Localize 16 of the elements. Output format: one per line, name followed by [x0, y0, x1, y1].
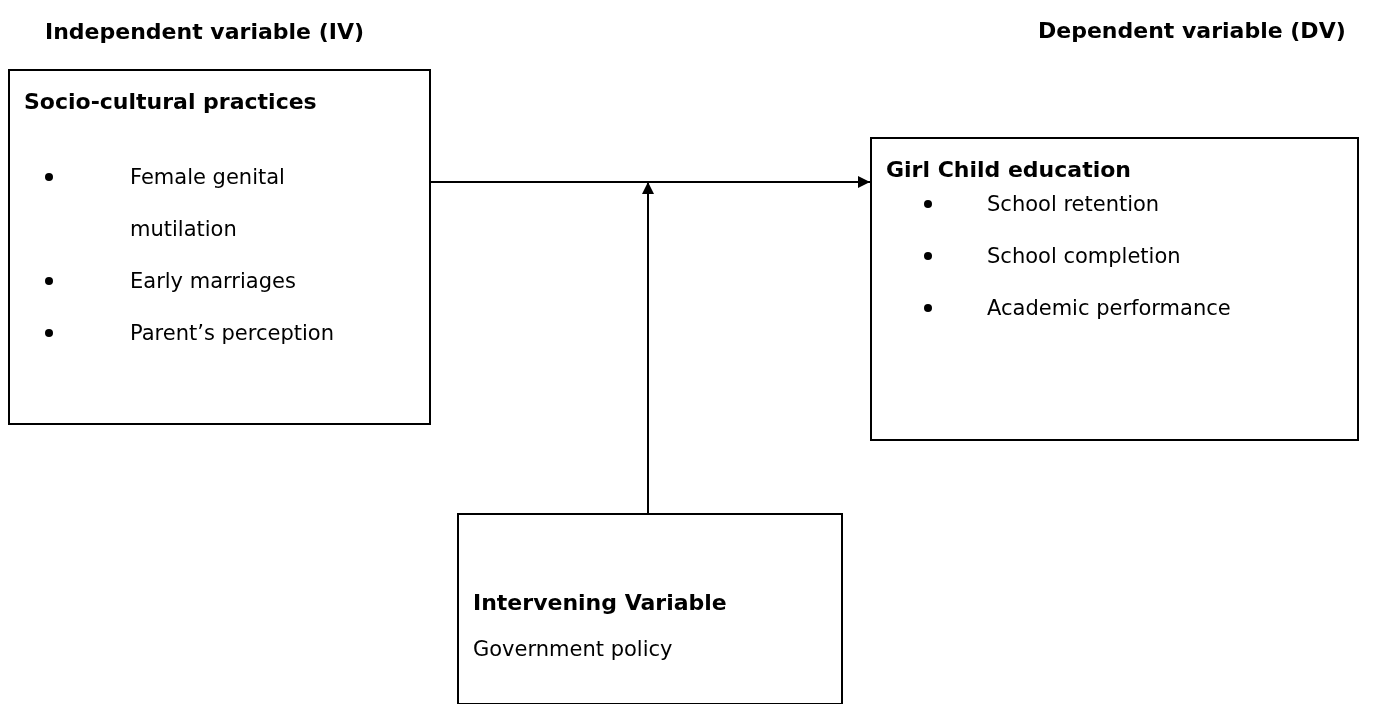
box-text: Government policy — [473, 637, 673, 661]
box-heading: Socio-cultural practices — [24, 89, 317, 114]
list-item: Early marriages — [130, 268, 297, 295]
box-heading: Intervening Variable — [473, 590, 727, 615]
column-heading: Independent variable (IV) — [45, 19, 364, 44]
variable-box — [457, 513, 843, 704]
box-heading: Girl Child education — [886, 157, 1131, 182]
list-item: Female genital mutilation — [130, 164, 286, 243]
variable-box — [870, 137, 1359, 441]
list-item: School retention — [987, 191, 1161, 218]
arrow — [430, 176, 871, 188]
list-item: Parent’s perception — [130, 320, 335, 347]
list-item: Academic performance — [987, 295, 1232, 322]
column-heading: Dependent variable (DV) — [1038, 18, 1346, 43]
arrow — [642, 181, 654, 514]
list-item: School completion — [987, 243, 1182, 270]
